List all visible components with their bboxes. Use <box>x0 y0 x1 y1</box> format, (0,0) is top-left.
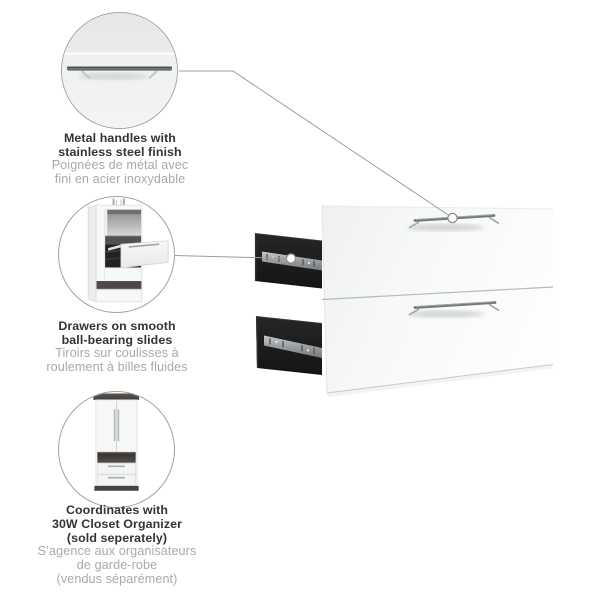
feature-title-line: 30W Closet Organizer <box>51 517 183 531</box>
feature-circle-handles <box>61 12 178 129</box>
handle-detail-icon <box>62 13 177 128</box>
feature-title-line: Drawers on smooth <box>58 319 176 333</box>
drawer-fronts <box>321 205 554 398</box>
feature-subtitle-line: Poignées de métal avec <box>51 158 189 172</box>
feature-caption-slides: Drawers on smooth ball-bearing slides Ti… <box>17 319 217 375</box>
feature-circle-slides <box>58 196 175 313</box>
feature-subtitle-line: roulement à billes fluides <box>46 359 188 374</box>
feature-title: Metal handles with stainless steel finis… <box>20 131 220 159</box>
feature-caption-handles: Metal handles with stainless steel finis… <box>20 131 220 187</box>
callout-dot-handle <box>447 212 458 224</box>
feature-subtitle-line: S’agence aux organisateurs <box>37 544 197 558</box>
feature-title: Coordinates with 30W Closet Organizer (s… <box>7 503 227 545</box>
feature-subtitle-fr: S’agence aux organisateurs de garde-robe… <box>7 544 227 586</box>
callout-line-slide <box>174 255 292 259</box>
feature-title: Drawers on smooth ball-bearing slides <box>17 319 217 347</box>
feature-subtitle-fr: Tiroirs sur coulisses à roulement à bill… <box>17 346 217 375</box>
feature-subtitle-line: fini en acier inoxydable <box>54 171 186 186</box>
feature-subtitle-line: (vendus séparément) <box>56 571 178 586</box>
open-drawer-cabinet-icon <box>87 198 169 303</box>
feature-caption-organizer: Coordinates with 30W Closet Organizer (s… <box>7 503 227 586</box>
feature-title-line: Coordinates with <box>65 503 169 517</box>
drawer-handle-lower <box>408 301 500 318</box>
feature-circle-organizer <box>58 391 175 508</box>
closet-organizer-icon <box>93 393 140 491</box>
drawer-divider-seam <box>321 286 554 301</box>
drawer-box-upper <box>254 233 323 289</box>
callout-dot-slide <box>285 253 297 264</box>
drawer-handle-upper <box>408 214 500 232</box>
drawer-box-lower <box>255 316 323 375</box>
feature-title-line: Metal handles with <box>64 131 176 145</box>
feature-title-line: ball-bearing slides <box>61 333 173 347</box>
feature-subtitle-line: Tiroirs sur coulisses à <box>55 346 179 360</box>
drawer-slide-upper <box>262 251 322 271</box>
drawer-slide-lower <box>264 335 322 358</box>
feature-title-line: (sold seperately) <box>66 531 168 545</box>
feature-subtitle-fr: Poignées de métal avec fini en acier ino… <box>20 158 220 187</box>
feature-title-line: stainless steel finish <box>58 145 182 159</box>
feature-subtitle-line: de garde-robe <box>76 557 158 572</box>
